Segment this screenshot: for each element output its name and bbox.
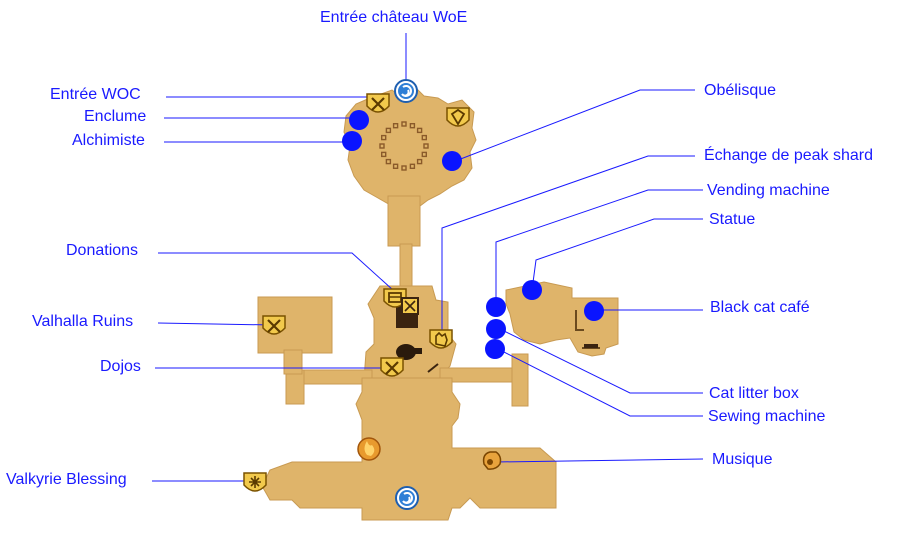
stone-pillar (416, 127, 423, 134)
floor-valhalla-link (283, 349, 303, 375)
label-dojos[interactable]: Dojos (100, 358, 141, 375)
stone-pillar (379, 143, 385, 149)
woc-entry-icon[interactable] (366, 93, 390, 113)
label-valkyrie-blessing[interactable]: Valkyrie Blessing (6, 471, 127, 488)
obelisk-icon[interactable] (446, 107, 470, 127)
stone-pillar (385, 158, 392, 165)
label-statue[interactable]: Statue (709, 211, 756, 228)
label-valhalla-ruins[interactable]: Valhalla Ruins (32, 313, 134, 330)
map-floor (257, 87, 619, 521)
leader-musique (495, 458, 704, 463)
dot-black-cat-cafe[interactable] (584, 301, 604, 321)
stone-pillar (409, 163, 416, 170)
floor-lower-cross (261, 377, 557, 521)
wall-segment-central (427, 363, 439, 373)
label-sewing-machine[interactable]: Sewing machine (708, 408, 826, 425)
donations-box-icon[interactable] (401, 297, 419, 315)
leader-lines (152, 33, 704, 482)
dojos-icon[interactable] (380, 357, 404, 377)
stone-pillar (421, 134, 427, 141)
leader-cat-litter-box (497, 327, 703, 394)
floor-right-arm-h (439, 367, 525, 383)
wall-segment (575, 310, 584, 331)
label-obelisque[interactable]: Obélisque (704, 82, 777, 99)
label-echange-peak-shard[interactable]: Échange de peak shard (704, 147, 874, 164)
stone-pillar (409, 122, 416, 129)
leader-entree-woc (166, 96, 379, 105)
label-donations[interactable]: Donations (66, 242, 139, 259)
warp-bottom-icon[interactable] (395, 486, 419, 510)
flame-icon (357, 437, 381, 461)
dot-statue[interactable] (522, 280, 542, 300)
stone-pillar (423, 143, 429, 149)
floor-left-arm-v (285, 369, 305, 405)
stone-pillar (392, 163, 399, 170)
dot-obelisque[interactable] (442, 151, 462, 171)
leader-obelisque (457, 89, 695, 161)
stone-pillar (401, 165, 407, 171)
warp-top-icon[interactable] (394, 79, 418, 103)
floor-cat-cafe-building (505, 281, 619, 357)
dot-cat-litter-box[interactable] (486, 319, 506, 339)
stone-pillar (385, 127, 392, 134)
dot-sewing-machine[interactable] (485, 339, 505, 359)
stone-pillar (416, 158, 423, 165)
dot-enclume[interactable] (349, 110, 369, 130)
dot-vending-machine[interactable] (486, 297, 506, 317)
leader-vending-machine (495, 189, 703, 306)
dark-cannon-barrel (408, 348, 422, 354)
stone-pillar (381, 134, 387, 141)
dot-alchimiste[interactable] (342, 131, 362, 151)
valhalla-icon[interactable] (262, 315, 286, 335)
label-entree-woc[interactable]: Entrée WOC (50, 86, 141, 103)
label-alchimiste[interactable]: Alchimiste (72, 132, 145, 149)
peak-shard-icon[interactable] (429, 329, 453, 349)
label-black-cat-cafe[interactable]: Black cat café (710, 299, 810, 316)
stone-pillar (401, 121, 407, 127)
leader-donations (158, 252, 405, 301)
label-entree-chateau-woe[interactable]: Entrée château WoE (320, 9, 468, 26)
stone-pillar (392, 122, 399, 129)
label-cat-litter-box[interactable]: Cat litter box (709, 385, 799, 402)
table-small (584, 344, 598, 348)
leader-peak-shard (441, 155, 695, 338)
leader-valhalla (157, 322, 273, 326)
stone-pillar (381, 151, 387, 158)
leader-sewing-machine (495, 347, 703, 417)
stone-circle (379, 121, 429, 171)
valkyrie-icon[interactable] (243, 472, 267, 492)
label-musique[interactable]: Musique (712, 451, 773, 468)
leader-statue (531, 218, 703, 291)
floor-top-stem (387, 195, 421, 247)
floor-top-hall (343, 87, 477, 207)
poi-dots (342, 110, 604, 359)
music-icon[interactable] (482, 451, 502, 470)
floor-corridor-narrow (399, 243, 413, 293)
label-enclume[interactable]: Enclume (84, 108, 147, 125)
floor-left-arm-h (299, 369, 373, 385)
label-vending-machine[interactable]: Vending machine (707, 182, 830, 199)
floor-right-arm-v (511, 353, 529, 407)
stone-pillar (421, 151, 427, 158)
